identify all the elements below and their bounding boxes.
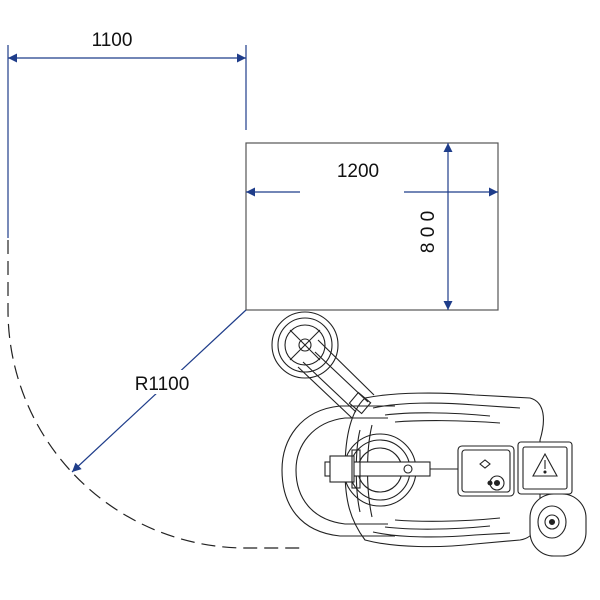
rear-bumper <box>281 405 395 537</box>
steering-arm <box>297 339 375 419</box>
drive-wheel <box>529 493 587 557</box>
machine-top-view <box>271 311 587 557</box>
turning-arc <box>7 240 300 549</box>
dimension-label-1200: 1200 <box>337 161 379 182</box>
warning-label <box>517 441 573 495</box>
radius-dimension: R1100 <box>71 309 247 473</box>
control-box <box>457 445 515 497</box>
tiller-bar <box>324 449 460 489</box>
pallet-depth-dimension: 8 0 0 <box>418 143 453 310</box>
steering-wheel <box>271 311 339 379</box>
dimension-label-800: 8 0 0 <box>418 211 439 253</box>
top-width-dimension: 1100 <box>7 30 247 238</box>
pallet-length-dimension: 1200 <box>246 161 498 204</box>
dimension-label-1100: 1100 <box>92 30 133 51</box>
pallet-outline <box>245 142 499 311</box>
dimension-label-radius: R1100 <box>135 374 190 395</box>
